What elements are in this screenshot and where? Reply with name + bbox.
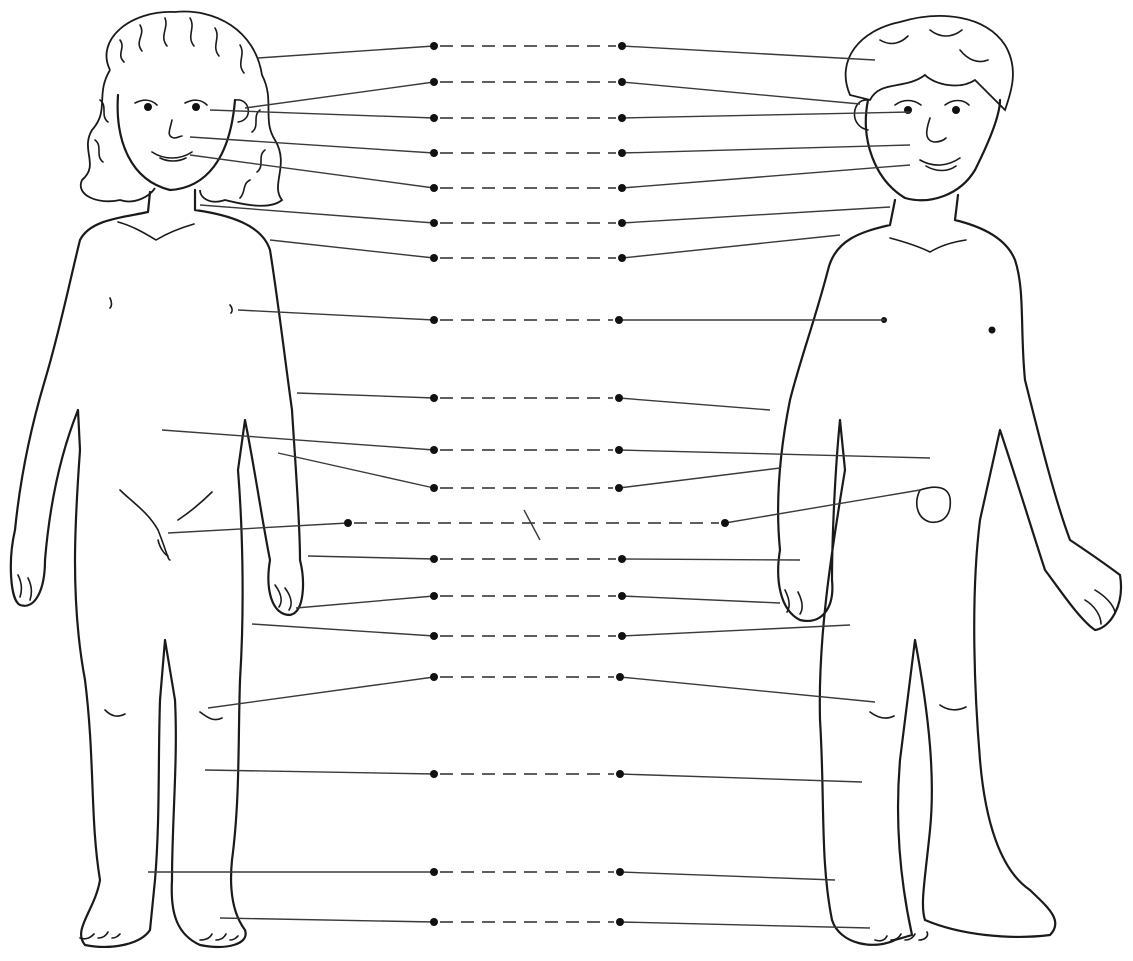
left-match-dot — [430, 114, 438, 122]
boy-leader-line — [622, 46, 875, 60]
left-match-dot — [430, 149, 438, 157]
boy-leader-line — [620, 872, 835, 880]
boy-face — [866, 100, 1000, 200]
boy-leader-line — [622, 596, 780, 603]
left-match-dot — [430, 316, 438, 324]
right-match-dot — [616, 673, 624, 681]
matching-lines — [148, 42, 930, 928]
girl-leader-line — [308, 556, 434, 559]
boy-leader-line — [619, 468, 780, 488]
girl-body — [11, 190, 303, 947]
right-match-dot — [618, 114, 626, 122]
left-match-dot — [430, 770, 438, 778]
left-match-dot — [430, 394, 438, 402]
girl-leader-line — [270, 240, 434, 258]
right-match-dot — [618, 219, 626, 227]
left-match-dot — [430, 673, 438, 681]
right-match-dot — [615, 484, 623, 492]
boy-leader-line — [725, 490, 920, 523]
girl-leader-line — [208, 677, 434, 708]
left-match-dot — [430, 219, 438, 227]
girl-leader-line — [238, 310, 434, 320]
boy-leader-line — [622, 145, 910, 153]
girl-leader-line — [258, 46, 434, 58]
left-match-dot — [430, 555, 438, 563]
boy-leader-line — [622, 165, 910, 188]
slash-mark — [524, 510, 540, 540]
right-match-dot — [721, 519, 729, 527]
right-match-dot — [618, 78, 626, 86]
girl-leader-line — [190, 155, 434, 188]
boy-leader-line — [622, 625, 850, 636]
girl-leader-line — [162, 430, 434, 450]
right-match-dot — [615, 394, 623, 402]
girl-figure — [11, 12, 303, 947]
left-match-dot — [430, 78, 438, 86]
right-match-dot — [618, 149, 626, 157]
girl-leader-line — [278, 453, 434, 488]
left-match-dot — [430, 868, 438, 876]
left-match-dot — [430, 918, 438, 926]
girl-face — [118, 95, 235, 190]
girl-hair — [81, 12, 282, 206]
left-match-dot — [430, 42, 438, 50]
boy-leader-line — [619, 450, 930, 458]
right-match-dot — [618, 555, 626, 563]
boy-figure — [778, 16, 1121, 945]
right-match-dot — [615, 446, 623, 454]
left-match-dot — [430, 254, 438, 262]
boy-leader-line — [622, 559, 800, 560]
right-match-dot — [616, 868, 624, 876]
girl-leader-line — [220, 918, 434, 922]
girl-leader-line — [205, 770, 434, 774]
right-match-dot — [618, 184, 626, 192]
left-match-dot — [430, 632, 438, 640]
right-match-dot — [618, 632, 626, 640]
left-match-dot — [430, 446, 438, 454]
right-match-dot — [616, 918, 624, 926]
boy-body — [778, 195, 1121, 945]
boy-leader-line — [620, 774, 862, 782]
left-match-dot — [430, 592, 438, 600]
boy-leader-line — [620, 677, 875, 702]
boy-leader-line — [622, 207, 890, 223]
girl-leader-line — [210, 110, 434, 118]
right-match-dot — [618, 592, 626, 600]
right-match-dot — [618, 254, 626, 262]
right-match-dot — [618, 42, 626, 50]
left-match-dot — [430, 184, 438, 192]
boy-leader-line — [622, 82, 860, 104]
boy-leader-line — [619, 398, 770, 410]
right-match-dot — [616, 770, 624, 778]
left-match-dot — [344, 519, 352, 527]
girl-leader-line — [252, 624, 434, 636]
boy-leader-line — [622, 235, 840, 258]
girl-leader-line — [245, 82, 434, 108]
left-match-dot — [430, 484, 438, 492]
girl-leader-line — [168, 523, 348, 533]
girl-leader-line — [297, 393, 434, 398]
right-match-dot — [615, 316, 623, 324]
girl-leader-line — [296, 596, 434, 608]
